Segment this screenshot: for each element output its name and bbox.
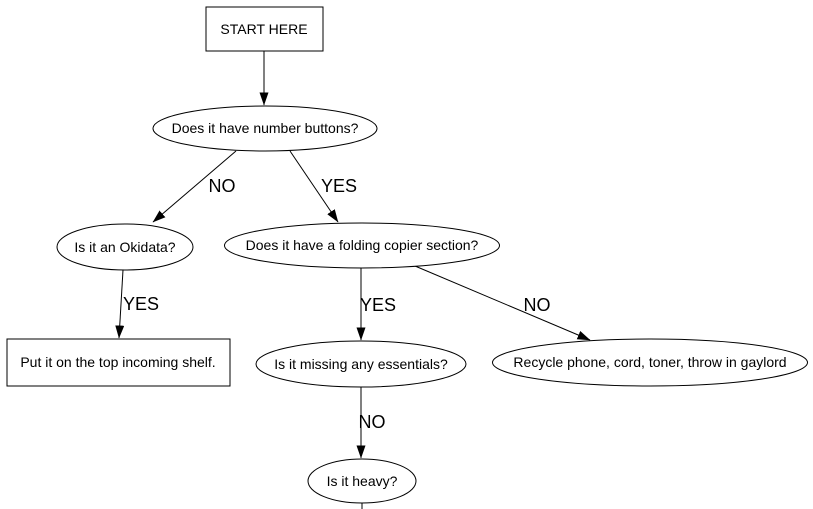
node-has-folding-copier-section: Does it have a folding copier section?: [224, 222, 500, 269]
edge-number-buttons-yes-to-folding-copier: [289, 150, 339, 223]
node-has-number-buttons-ellipse: [152, 105, 378, 152]
node-missing-essentials-ellipse: [255, 340, 467, 388]
edge-label-no-left: NO: [209, 176, 236, 196]
node-is-okidata: Is it an Okidata?: [56, 223, 194, 271]
node-has-number-buttons-label: Does it have number buttons?: [172, 120, 359, 136]
node-start-box: [205, 6, 324, 52]
edge-label-yes-okidata: YES: [123, 294, 159, 314]
node-is-okidata-label: Is it an Okidata?: [74, 239, 175, 255]
edge-number-buttons-no-to-okidata: [152, 150, 237, 223]
edge-folding-copier-no-to-recycle: [414, 265, 591, 341]
node-top-incoming-shelf-box: [6, 338, 231, 387]
node-recycle-ellipse: [492, 338, 808, 387]
edge-label-yes-middle: YES: [360, 295, 396, 315]
node-is-heavy: Is it heavy?: [307, 458, 417, 504]
node-start-label: START HERE: [220, 21, 307, 37]
node-has-number-buttons: Does it have number buttons?: [152, 105, 378, 152]
node-top-incoming-shelf: Put it on the top incoming shelf.: [6, 338, 231, 387]
node-top-incoming-shelf-label: Put it on the top incoming shelf.: [20, 354, 215, 370]
edge-label-no-heavy: NO: [359, 412, 386, 432]
node-recycle-label: Recycle phone, cord, toner, throw in gay…: [513, 354, 786, 370]
edge-okidata-yes-to-shelf: [115, 269, 125, 339]
node-is-heavy-ellipse: [307, 458, 417, 504]
node-recycle: Recycle phone, cord, toner, throw in gay…: [492, 338, 808, 387]
node-start: START HERE: [205, 6, 324, 52]
node-has-folding-copier-section-label: Does it have a folding copier section?: [246, 237, 479, 253]
node-has-folding-copier-section-ellipse: [224, 222, 500, 269]
node-missing-essentials-label: Is it missing any essentials?: [274, 356, 448, 372]
node-is-okidata-ellipse: [56, 223, 194, 271]
node-is-heavy-label: Is it heavy?: [327, 473, 398, 489]
edge-label-no-recycle: NO: [524, 295, 551, 315]
node-missing-essentials: Is it missing any essentials?: [255, 340, 467, 388]
edge-label-yes-right: YES: [321, 176, 357, 196]
